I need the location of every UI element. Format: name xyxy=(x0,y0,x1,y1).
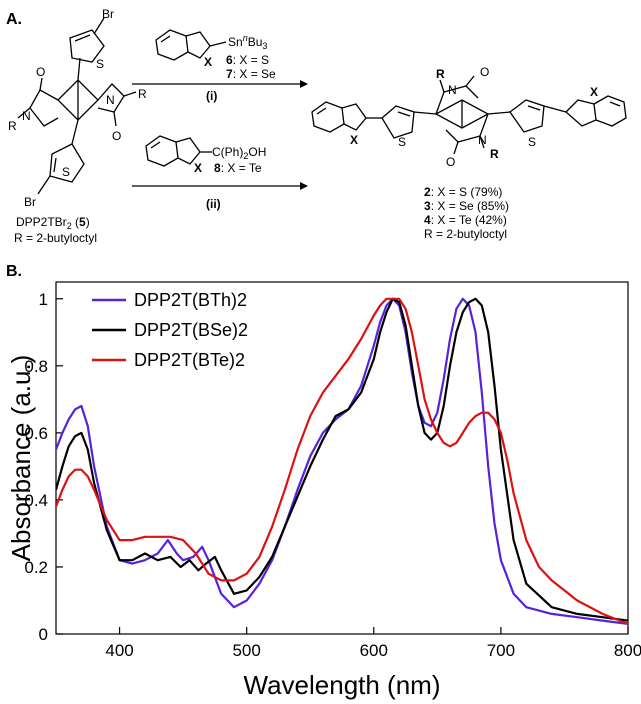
sm-n-left: N xyxy=(22,109,31,123)
reaction-scheme: A. Br S O N R xyxy=(6,7,627,245)
product-r-top: R xyxy=(436,67,445,81)
product-x-right: X xyxy=(590,85,598,99)
sm-r-right: R xyxy=(138,87,147,101)
starting-material-structure xyxy=(17,17,137,195)
sm-n-right: N xyxy=(106,93,115,107)
product-structure xyxy=(311,75,627,155)
legend-label-bte: DPP2T(BTe)2 xyxy=(134,350,245,370)
product-yield-3: 3: X = Se (85%) xyxy=(424,199,509,213)
product-x-left: X xyxy=(350,133,358,147)
y-tick-label: 1 xyxy=(39,290,48,309)
reagent-top-step: (i) xyxy=(206,89,217,103)
x-tick-label: 700 xyxy=(487,641,515,660)
reagent-top-compound-6: 6: X = S xyxy=(226,53,269,67)
reagent-bottom-compound-8: 8: X = Te xyxy=(214,161,262,175)
y-ticks: 0 0.2 0.4 0.6 0.8 1 xyxy=(24,290,63,644)
product-r-definition: R = 2-butyloctyl xyxy=(424,227,507,241)
y-tick-label: 0.6 xyxy=(24,424,48,443)
panel-a-label: A. xyxy=(6,11,22,28)
sm-o-right: O xyxy=(112,129,121,143)
x-tick-label: 600 xyxy=(360,641,388,660)
sm-s-top: S xyxy=(96,57,104,71)
reagent-top-text: SnnBu3 X 6: X = S 7: X = Se (i) xyxy=(204,33,276,103)
reagent-bottom-structure xyxy=(145,135,212,167)
product-n-top: N xyxy=(448,83,457,97)
legend-label-bth: DPP2T(BTh)2 xyxy=(134,290,247,310)
reaction-arrowhead-bottom xyxy=(300,182,308,190)
reagent-top-compound-7: 7: X = Se xyxy=(226,67,276,81)
reagent-bottom-text: C(Ph)2OH X 8: X = Te (ii) xyxy=(194,145,266,211)
product-o-top: O xyxy=(480,65,489,79)
product-o-bottom: O xyxy=(446,155,455,169)
reagent-top-x: X xyxy=(204,55,212,69)
product-atoms: X S R N O O N R S X 2: X = S (79%) 3: X … xyxy=(350,65,598,241)
y-tick-label: 0.2 xyxy=(24,558,48,577)
series-line-bse xyxy=(56,297,628,622)
sm-br-top: Br xyxy=(102,7,114,21)
y-axis-title: Absorbance (a.u.) xyxy=(6,355,36,562)
sm-s-bottom: S xyxy=(62,165,70,179)
sm-br-bottom: Br xyxy=(24,195,36,209)
product-n-bottom: N xyxy=(478,133,487,147)
series-line-bth xyxy=(56,297,628,625)
y-tick-label: 0 xyxy=(39,625,48,644)
panel-b-label: B. xyxy=(6,263,22,280)
x-tick-label: 400 xyxy=(105,641,133,660)
series-layer xyxy=(56,297,628,625)
x-axis-title: Wavelength (nm) xyxy=(244,670,441,700)
sm-r-definition: R = 2-butyloctyl xyxy=(14,231,97,245)
sm-o-left: O xyxy=(36,65,45,79)
y-tick-label: 0.8 xyxy=(24,357,48,376)
product-s-right: S xyxy=(528,135,536,149)
x-ticks: 400 500 600 700 800 xyxy=(105,627,641,660)
reagent-bottom-x: X xyxy=(194,161,202,175)
reagent-top-formula: SnnBu3 xyxy=(228,33,267,51)
starting-material-atoms: Br S O N R R N O S Br DPP2TBr2 (5) R = 2… xyxy=(8,7,147,245)
reagent-bottom-step: (ii) xyxy=(206,197,221,211)
sm-name: DPP2TBr2 (5) xyxy=(16,215,90,231)
x-tick-label: 800 xyxy=(614,641,641,660)
series-line-bte xyxy=(56,297,628,625)
absorbance-chart: 400 500 600 700 800 0 0.2 0.4 0.6 0.8 1 DPP2T(BTh… xyxy=(6,281,641,700)
reagent-top-structure xyxy=(155,29,227,61)
product-yield-2: 2: X = S (79%) xyxy=(424,185,502,199)
reagent-bottom-formula: C(Ph)2OH xyxy=(212,145,266,161)
sm-r-left: R xyxy=(8,119,17,133)
product-s-left: S xyxy=(398,135,406,149)
reaction-arrowhead-top xyxy=(300,80,308,88)
x-tick-label: 500 xyxy=(232,641,260,660)
plot-frame xyxy=(55,281,629,635)
product-r-bottom: R xyxy=(490,147,499,161)
legend-label-bse: DPP2T(BSe)2 xyxy=(134,320,248,340)
y-tick-label: 0.4 xyxy=(24,491,48,510)
product-yield-4: 4: X = Te (42%) xyxy=(424,213,507,227)
